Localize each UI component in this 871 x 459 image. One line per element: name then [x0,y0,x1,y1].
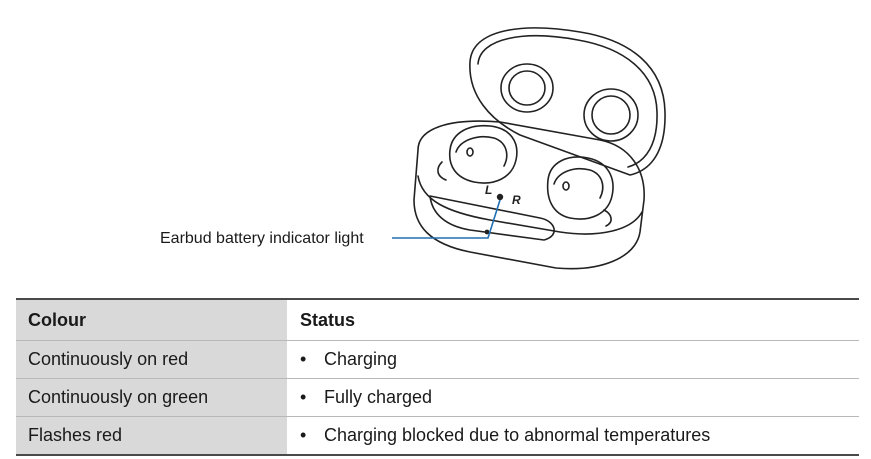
lid-recess-right [583,88,639,142]
left-marker: L [485,183,492,197]
row-colour: Continuously on green [16,378,288,417]
bullet: • [300,349,307,369]
header-status: Status [287,299,859,341]
table-row: Flashes red • Charging blocked due to abn… [16,416,859,456]
status-text: Charging blocked due to abnormal tempera… [324,425,711,445]
row-status: • Charging [287,340,859,379]
earbuds-case-illustration: L R Earbud battery indicator light [160,27,666,270]
case-base [413,120,645,270]
table-row: Continuously on green • Fully charged [16,378,859,417]
bullet: • [300,387,307,407]
table-row: Continuously on red • Charging [16,340,859,379]
callout-leader-line [392,199,501,239]
header-colour: Colour [16,299,288,341]
status-text: Charging [324,349,398,369]
row-colour: Flashes red [16,416,288,456]
row-status: • Charging blocked due to abnormal temper… [287,416,859,456]
right-marker: R [512,193,521,207]
row-status: • Fully charged [287,378,859,417]
left-earbud [448,124,518,184]
charging-case-drawing: L R [392,27,666,270]
bullet: • [300,425,307,445]
battery-indicator-light [496,193,504,201]
table-header-row: Colour Status [16,299,859,341]
indicator-status-table: Colour Status Continuously on red • Charg… [16,298,859,456]
case-lid [469,27,666,176]
right-earbud [546,156,614,220]
row-colour: Continuously on red [16,340,288,379]
lid-recess-left [500,63,554,113]
callout-label: Earbud battery indicator light [160,230,364,247]
status-text: Fully charged [324,387,433,407]
